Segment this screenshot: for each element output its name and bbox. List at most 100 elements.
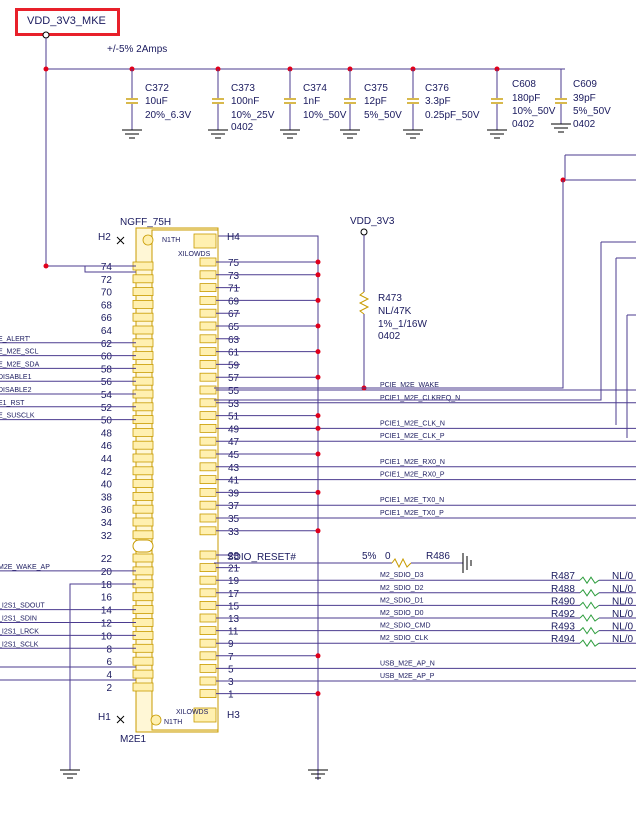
- right-pin-number: 41: [228, 476, 240, 487]
- right-pin-pad: [199, 664, 217, 673]
- svg-text:VDD_3V3: VDD_3V3: [350, 216, 395, 227]
- junction-dot: [315, 297, 321, 303]
- ground-left-icon: [60, 769, 80, 779]
- right-net-label: USB_M2E_AP_P: [380, 673, 435, 680]
- right-pin-number: 5: [228, 664, 234, 675]
- pullup-r473: VDD_3V3 R473 NL/47K 1%_1/16W 0402: [350, 216, 427, 391]
- ground-right-icon: [308, 769, 328, 779]
- left-pin-number: 16: [101, 593, 113, 604]
- sdio-reset-r486: SDIO_RESET# 5% 0 R486: [214, 551, 472, 573]
- right-net-label: PCIE1_M2E_CLKREQ_N: [380, 395, 460, 402]
- rail-note: +/-5% 2Amps: [107, 44, 167, 55]
- left-net-label: _I2S1_LRCK: [0, 628, 39, 635]
- right-pin-number: 33: [228, 527, 240, 538]
- right-pin-pad: [199, 347, 217, 357]
- right-pin-number: 57: [228, 373, 240, 384]
- right-pin-pad: [199, 385, 217, 395]
- right-net-label: PCIE1_M2E_CLK_N: [380, 420, 445, 427]
- sdio-resistor-ref: R492: [551, 609, 575, 620]
- left-pin-number: 64: [101, 326, 113, 337]
- sdio-resistor-ref: R490: [551, 596, 575, 607]
- left-pin-number: 50: [101, 416, 113, 427]
- right-pin-number: 35: [228, 514, 240, 525]
- right-pin-pad: [199, 513, 217, 523]
- sdio-resistor-icon: [579, 601, 600, 610]
- left-pin-number: 70: [101, 288, 113, 299]
- right-pin-number: 37: [228, 501, 240, 512]
- left-pin-pad: [132, 656, 154, 666]
- svg-text:180pF: 180pF: [512, 93, 540, 104]
- right-pin-pad: [199, 475, 217, 485]
- left-net-label: M2E_WAKE_AP: [0, 564, 50, 571]
- sdio-resistor-ref: R494: [551, 634, 575, 645]
- right-pin-pad: [199, 462, 217, 472]
- capacitor-c608: C608 180pF 10%_50V 0402: [487, 66, 556, 139]
- capacitor-c372: C372 10uF 20%_6.3V: [122, 66, 191, 139]
- right-pin-pad: [199, 651, 217, 661]
- svg-text:20%_6.3V: 20%_6.3V: [145, 110, 191, 121]
- right-net-label: PCIE1_M2E_RX0_P: [380, 472, 445, 479]
- right-pin-pad: [199, 398, 217, 408]
- capacitor-c374: C374 1nF 10%_50V: [280, 66, 347, 139]
- right-pin-pad: [199, 638, 217, 648]
- sdio-resistor-val: NL/0: [612, 609, 634, 620]
- left-net-label: DISABLE1: [0, 374, 32, 381]
- svg-text:C374: C374: [303, 83, 327, 94]
- connector-name: NGFF_75H: [120, 217, 171, 228]
- rail-port-icon: [42, 31, 50, 39]
- junction-dot: [315, 528, 321, 534]
- sdio-resistor-icon: [579, 588, 600, 597]
- right-pin-pad: [199, 500, 217, 510]
- left-pin-number: 42: [101, 467, 113, 478]
- left-pin-pad: [132, 274, 154, 284]
- junction-dot: [315, 259, 321, 265]
- junction-dot: [315, 413, 321, 419]
- junction-dot: [315, 489, 321, 495]
- svg-text:R473: R473: [378, 293, 402, 304]
- svg-text:3.3pF: 3.3pF: [425, 96, 451, 107]
- left-pin-pad: [132, 466, 154, 476]
- left-net-label: _I2S1_SDIN: [0, 616, 37, 623]
- right-pin-number: 23: [228, 551, 240, 562]
- junction-dot: [315, 653, 321, 659]
- right-pin-number: 67: [228, 309, 240, 320]
- right-pin-number: 17: [228, 589, 240, 600]
- left-pin-number: 10: [101, 631, 113, 642]
- right-net-label: M2_SDIO_D1: [380, 597, 424, 604]
- right-pin-pad: [199, 308, 217, 318]
- right-pin-pad: [199, 372, 217, 382]
- right-pin-pad: [199, 689, 217, 698]
- left-net-label: _I2S1_SCLK: [0, 641, 39, 648]
- right-pin-pad: [199, 257, 217, 267]
- capacitor-c376: C376 3.3pF 0.25pF_50V: [403, 66, 480, 139]
- left-pin-pad: [132, 427, 154, 437]
- left-pin-number: 58: [101, 364, 113, 375]
- hole-h1-label: H1: [98, 712, 111, 723]
- right-pin-pad: [199, 334, 217, 344]
- right-pin-pad: [199, 601, 217, 610]
- svg-text:5%_50V: 5%_50V: [364, 110, 402, 121]
- svg-text:0402: 0402: [573, 119, 596, 130]
- right-pin-pad: [199, 526, 217, 536]
- left-pin-number: 60: [101, 352, 113, 363]
- left-net-label: E_SUSCLK: [0, 413, 35, 420]
- left-pin-number: 66: [101, 313, 113, 324]
- left-net-label: E_ALERT': [0, 336, 30, 343]
- left-pin-number: 72: [101, 275, 113, 286]
- right-pin-number: 69: [228, 296, 240, 307]
- left-pin-number: 40: [101, 480, 113, 491]
- right-pin-number: 45: [228, 450, 240, 461]
- sdio-resistor-val: NL/0: [612, 634, 634, 645]
- hole-x-icon: [116, 236, 125, 724]
- capacitor-c373: C373 100nF 10%_25V 0402: [208, 66, 275, 139]
- right-pin-number: 11: [228, 627, 239, 638]
- right-pin-number: 47: [228, 437, 240, 448]
- svg-text:1nF: 1nF: [303, 96, 320, 107]
- right-pin-number: 21: [228, 564, 240, 575]
- svg-text:10uF: 10uF: [145, 96, 168, 107]
- svg-text:0: 0: [385, 551, 391, 562]
- right-net-label: M2_SDIO_CMD: [380, 623, 431, 630]
- left-net-label: E_M2E_SDA: [0, 361, 40, 368]
- svg-text:C609: C609: [573, 79, 597, 90]
